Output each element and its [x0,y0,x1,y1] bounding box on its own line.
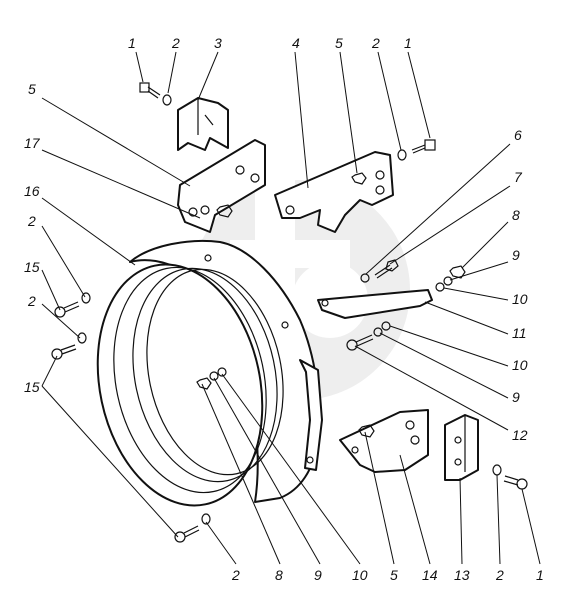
bracket-13 [444,414,479,481]
bracket-17 [177,139,266,233]
label-9: 9 [314,567,322,583]
label-10: 10 [512,291,528,307]
label-14: 14 [422,567,438,583]
label-12: 12 [512,427,528,443]
bracket-4 [274,151,394,233]
label-8: 8 [275,567,283,583]
label-5: 5 [390,567,398,583]
label-9: 9 [512,389,520,405]
label-15: 15 [24,259,40,275]
label-16: 16 [24,183,40,199]
label-4: 4 [292,35,300,51]
label-1: 1 [128,35,136,51]
housing-ring-16 [96,239,323,507]
label-10: 10 [352,567,368,583]
label-2: 2 [171,35,180,51]
fasteners [51,82,528,543]
label-2: 2 [27,293,36,309]
label-6: 6 [514,127,522,143]
label-1: 1 [536,567,544,583]
label-10: 10 [512,357,528,373]
callout-labels: 1 2 3 4 5 2 1 5 17 16 6 7 8 9 10 11 10 9… [24,35,544,583]
label-2: 2 [371,35,380,51]
label-5: 5 [335,35,343,51]
leader-lines [41,51,541,565]
label-1: 1 [404,35,412,51]
label-7: 7 [514,169,523,185]
label-2: 2 [27,213,36,229]
bracket-3 [177,97,229,151]
label-8: 8 [512,207,520,223]
label-2: 2 [495,567,504,583]
strip-11 [317,289,433,319]
label-3: 3 [214,35,222,51]
label-9: 9 [512,247,520,263]
bracket-14 [339,409,429,473]
label-15: 15 [24,379,40,395]
label-11: 11 [512,325,527,341]
label-17: 17 [24,135,41,151]
label-2: 2 [231,567,240,583]
label-13: 13 [454,567,470,583]
label-5: 5 [28,81,36,97]
